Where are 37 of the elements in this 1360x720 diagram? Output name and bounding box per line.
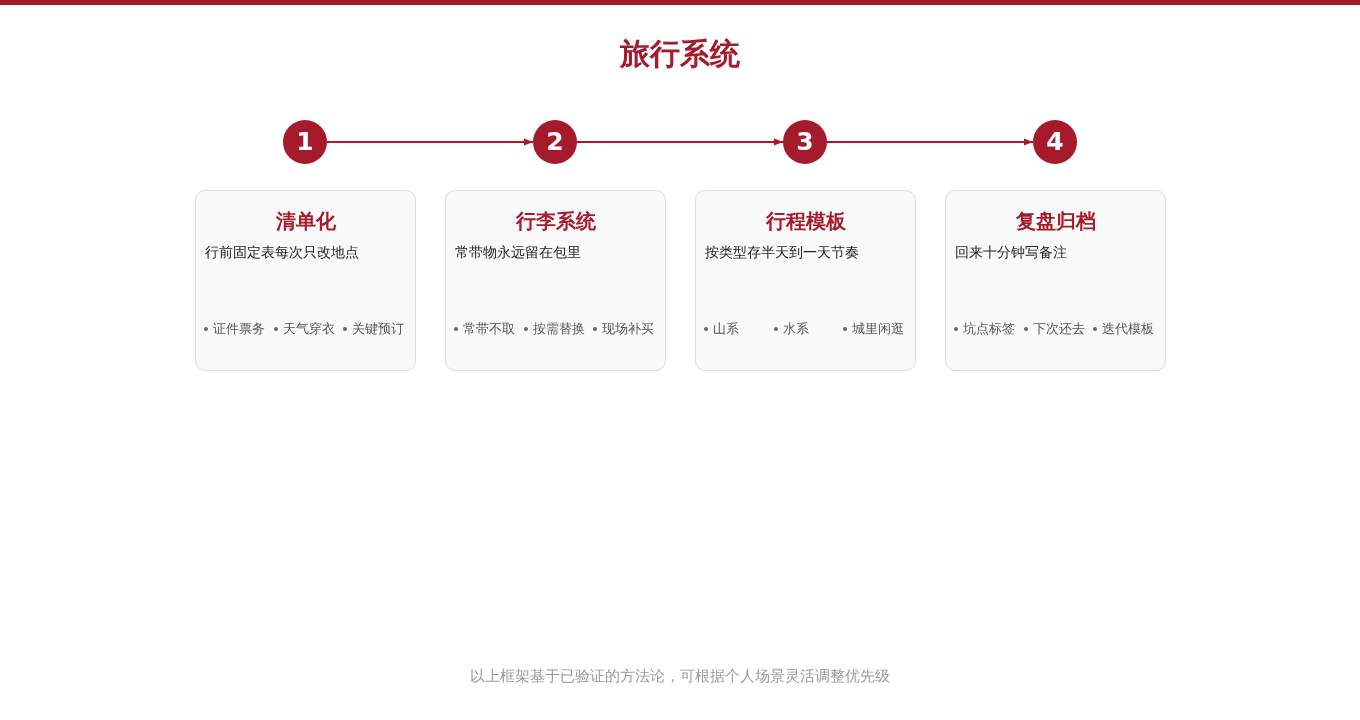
step-number-circle — [533, 120, 577, 164]
card-description: 回来十分钟写备注 — [955, 243, 1068, 262]
step-number-circle — [1033, 120, 1077, 164]
list-item-text: 常带不取 — [463, 320, 515, 338]
list-item-text: 水系 — [782, 320, 809, 338]
list-item-text: 现场补买 — [602, 320, 655, 338]
list-item-text: 迭代模板 — [1102, 320, 1155, 338]
card-description: 常带物永远留在包里 — [455, 243, 582, 262]
step-number: 2 — [546, 127, 564, 157]
card-title: 行程模板 — [765, 209, 846, 233]
list-item-text: 证件票务 — [213, 320, 265, 338]
card-description: 按类型存半天到一天节奏 — [705, 243, 860, 262]
step-card — [945, 190, 1166, 371]
list-item-text: 关键预订 — [352, 320, 405, 338]
list-item-text: 按需替换 — [532, 320, 585, 338]
list-item-text: 坑点标签 — [963, 320, 1015, 338]
footer-note: 以上框架基于已验证的方法论，可根据个人场景灵活调整优先级 — [470, 667, 890, 685]
step-card — [195, 190, 416, 371]
card-title: 行李系统 — [515, 209, 596, 233]
list-item-text: 城里闲逛 — [852, 320, 905, 338]
step-number-circle — [283, 120, 327, 164]
arrow — [326, 138, 534, 146]
card-description: 行前固定表每次只改地点 — [205, 243, 360, 262]
list-item-text: 山系 — [713, 320, 739, 338]
step-number-circle — [783, 120, 827, 164]
step-number: 4 — [1046, 127, 1064, 157]
diagram-title: 旅行系统 — [620, 36, 740, 71]
step-number: 3 — [796, 127, 814, 157]
step-number: 1 — [296, 127, 314, 157]
card-title: 复盘归档 — [1015, 209, 1096, 233]
list-item-text: 下次还去 — [1032, 320, 1085, 338]
arrow — [576, 138, 784, 146]
card-title: 清单化 — [275, 209, 336, 233]
step-card — [695, 190, 916, 371]
step-card — [445, 190, 666, 371]
arrow — [826, 138, 1034, 146]
list-item-text: 天气穿衣 — [282, 320, 335, 338]
